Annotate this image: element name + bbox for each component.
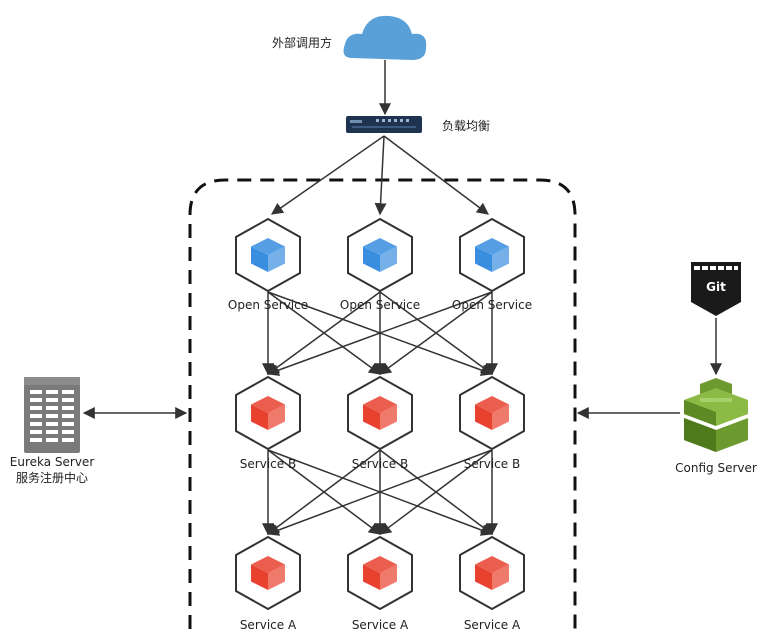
connections: [82, 60, 722, 536]
config-server-icon: [684, 378, 748, 452]
connection-arrow: [267, 291, 381, 375]
service-a-node: Service A: [235, 535, 301, 629]
eureka-label-line2: 服务注册中心: [16, 470, 88, 485]
connection-arrow: [379, 291, 493, 375]
open-service-node: Open Service: [228, 217, 308, 312]
open-service-label: Open Service: [340, 298, 420, 312]
red-cube-icon: [475, 556, 509, 590]
connection-arrow: [383, 135, 489, 215]
service-b-node: Service B: [235, 375, 301, 471]
red-cube-icon: [251, 556, 285, 590]
connection-arrow: [374, 135, 387, 216]
connection-arrow: [266, 291, 493, 376]
service-a-label: Service A: [352, 618, 409, 629]
connection-arrow: [266, 449, 493, 536]
service-a-label: Service A: [464, 618, 521, 629]
service-a-label: Service A: [240, 618, 297, 629]
open-service-node: Open Service: [340, 217, 420, 312]
open-service-label: Open Service: [452, 298, 532, 312]
config-server-label: Config Server: [675, 461, 757, 475]
load-balancer-icon: [346, 116, 422, 133]
open-service-node: Open Service: [452, 217, 532, 312]
service-b-label: Service B: [240, 457, 296, 471]
red-cube-icon: [363, 396, 397, 430]
service-b-label: Service B: [464, 457, 520, 471]
red-cube-icon: [363, 556, 397, 590]
service-a-node: Service A: [347, 535, 413, 629]
blue-cube-icon: [363, 238, 397, 272]
open-service-label: Open Service: [228, 298, 308, 312]
connection-arrow: [271, 135, 385, 215]
red-cube-icon: [251, 396, 285, 430]
git-badge-icon: [691, 262, 741, 316]
service-nodes: Open Service Open Service Open ServiceServ…: [228, 217, 532, 629]
connection-arrow: [379, 449, 493, 535]
load-balancer-label: 负载均衡: [442, 119, 490, 133]
service-b-node: Service B: [347, 375, 413, 471]
service-a-node: Service A: [459, 535, 525, 629]
red-cube-icon: [475, 396, 509, 430]
eureka-label-line1: Eureka Server: [10, 455, 95, 469]
blue-cube-icon: [251, 238, 285, 272]
service-b-node: Service B: [459, 375, 525, 471]
service-b-label: Service B: [352, 457, 408, 471]
blue-cube-icon: [475, 238, 509, 272]
connection-arrow: [267, 449, 381, 535]
git-label: Git: [706, 280, 726, 294]
cloud-icon: [343, 15, 427, 60]
cluster-boundary: [188, 178, 577, 629]
external-caller-label: 外部调用方: [272, 35, 332, 50]
server-rack-icon: [24, 377, 80, 453]
